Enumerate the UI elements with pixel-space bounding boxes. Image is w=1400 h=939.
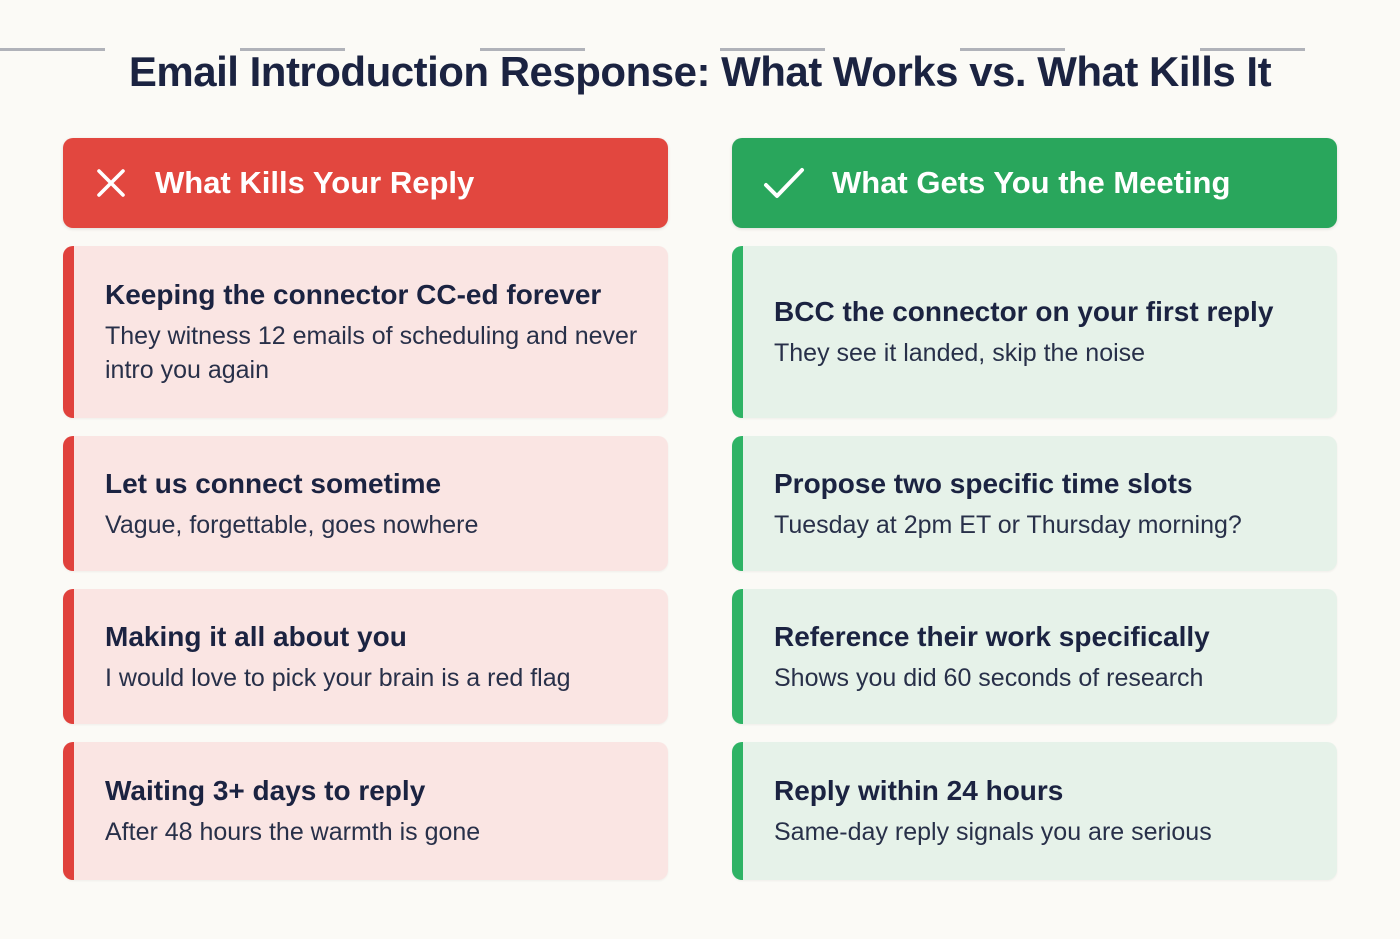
kills-column-header-label: What Kills Your Reply <box>155 165 475 200</box>
x-icon <box>93 165 129 201</box>
card-subtitle: I would love to pick your brain is a red… <box>105 663 571 692</box>
card-title: Waiting 3+ days to reply <box>105 775 426 807</box>
card-accent-bar <box>63 589 74 724</box>
card-title: Let us connect sometime <box>105 467 442 499</box>
kills-card-2: Let us connect sometime Vague, forgettab… <box>63 436 668 571</box>
kills-card-3: Making it all about you I would love to … <box>63 589 668 724</box>
works-column-header-label: What Gets You the Meeting <box>832 165 1231 200</box>
card-accent-bar <box>63 436 74 571</box>
card-title: Reply within 24 hours <box>774 775 1064 807</box>
works-card-3: Reference their work specifically Shows … <box>732 589 1337 724</box>
card-accent-bar <box>63 742 74 880</box>
card-accent-bar <box>63 246 74 418</box>
top-edge-artifact <box>0 48 1400 51</box>
works-column-header: What Gets You the Meeting <box>732 138 1337 228</box>
card-title: Propose two specific time slots <box>774 467 1193 499</box>
card-subtitle: They see it landed, skip the noise <box>774 339 1146 368</box>
card-title: Making it all about you <box>105 620 407 652</box>
page-title: Email Introduction Response: What Works … <box>128 48 1272 95</box>
card-subtitle: They witness 12 emails of scheduling and… <box>105 321 638 385</box>
card-accent-bar <box>732 589 743 724</box>
works-card-4: Reply within 24 hours Same-day reply sig… <box>732 742 1337 880</box>
card-subtitle: Same-day reply signals you are serious <box>774 818 1212 847</box>
card-subtitle: Tuesday at 2pm ET or Thursday morning? <box>774 510 1242 539</box>
card-accent-bar <box>732 246 743 418</box>
kills-card-4: Waiting 3+ days to reply After 48 hours … <box>63 742 668 880</box>
works-card-2: Propose two specific time slots Tuesday … <box>732 436 1337 571</box>
card-subtitle: Vague, forgettable, goes nowhere <box>105 510 479 539</box>
card-title: Keeping the connector CC-ed forever <box>105 279 602 311</box>
card-accent-bar <box>732 742 743 880</box>
kills-column-header: What Kills Your Reply <box>63 138 668 228</box>
kills-card-1: Keeping the connector CC-ed forever They… <box>63 246 668 418</box>
works-card-1: BCC the connector on your first reply Th… <box>732 246 1337 418</box>
card-accent-bar <box>732 436 743 571</box>
card-subtitle: Shows you did 60 seconds of research <box>774 663 1204 692</box>
comparison-grid: What Kills Your Reply What Gets You the … <box>63 138 1337 880</box>
card-subtitle: After 48 hours the warmth is gone <box>105 818 481 847</box>
card-title: Reference their work specifically <box>774 620 1210 652</box>
card-title: BCC the connector on your first reply <box>774 296 1274 328</box>
check-icon <box>762 166 806 200</box>
